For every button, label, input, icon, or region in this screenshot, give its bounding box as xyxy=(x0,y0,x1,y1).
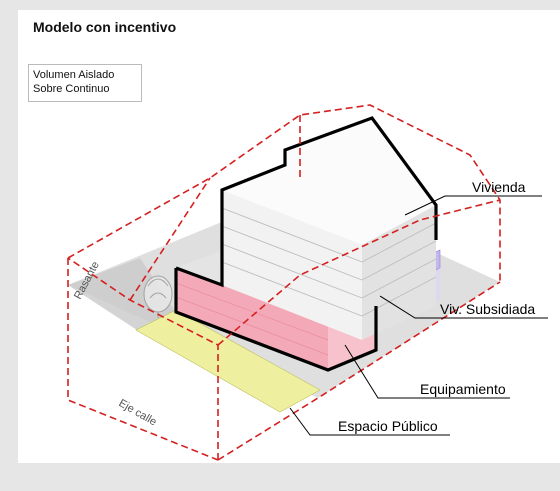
rasante-envelope xyxy=(67,104,501,461)
label-viv-subsidiada: Viv. Subsidiada xyxy=(440,301,535,317)
model-description-line-1: Volumen Aislado xyxy=(33,69,115,81)
model-description-box: Volumen Aislado Sobre Continuo xyxy=(28,64,142,102)
figure-title: Modelo con incentivo xyxy=(33,19,177,35)
building-outline-base xyxy=(174,268,378,372)
label-espacio-publico: Espacio Público xyxy=(338,418,438,434)
model-description-line-2: Sobre Continuo xyxy=(33,83,110,95)
vivienda-floor-lines xyxy=(221,207,437,317)
label-equipamiento: Equipamiento xyxy=(420,381,506,397)
label-leader-lines xyxy=(289,195,548,436)
label-vivienda: Vivienda xyxy=(472,179,526,195)
equipamiento-floor-lines xyxy=(175,282,329,356)
label-eje-calle: Eje calle xyxy=(117,397,159,428)
equipamiento-podium-front xyxy=(176,268,328,370)
vivienda-tower-top xyxy=(222,118,436,245)
building-outline xyxy=(175,116,438,288)
